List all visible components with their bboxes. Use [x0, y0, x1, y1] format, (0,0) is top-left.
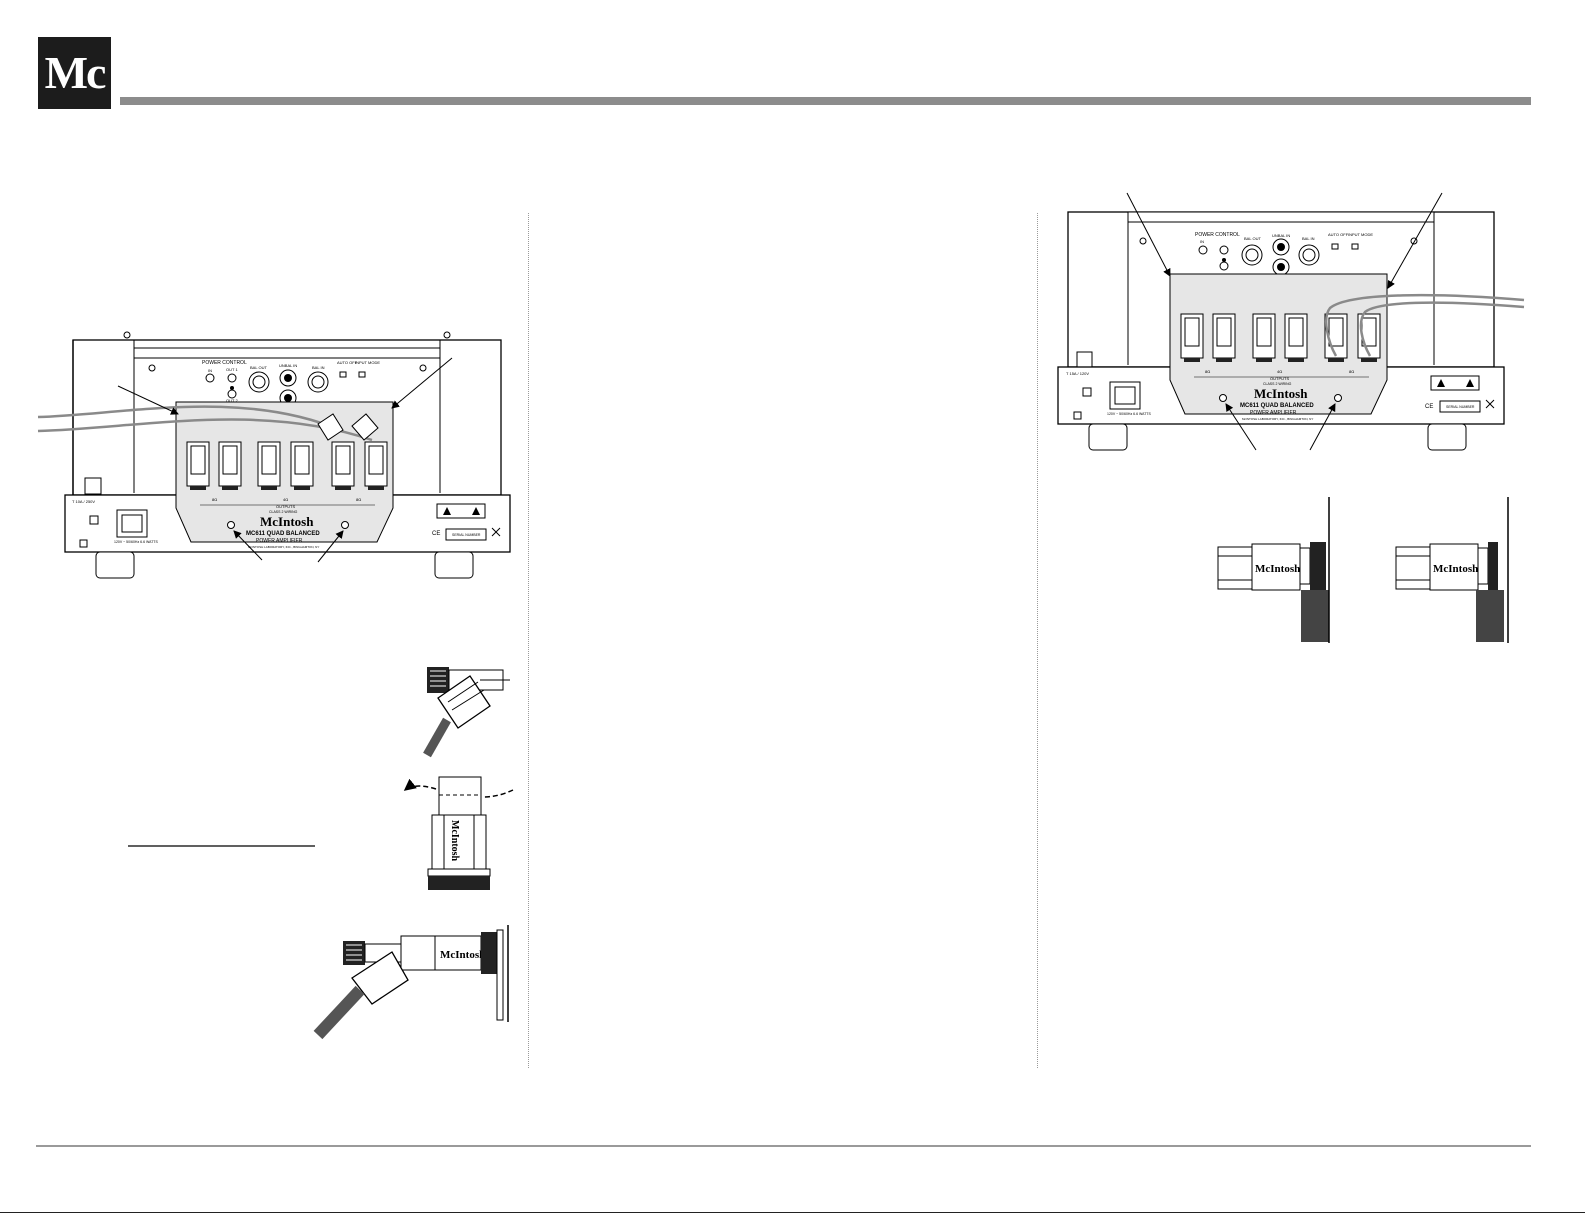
- spade-connector-illustration: [423, 667, 510, 758]
- imp-label-a-r: 8Ω: [1205, 369, 1210, 374]
- imp-label-c: 8Ω: [356, 497, 361, 502]
- amplifier-label-r: POWER AMPLIFIER: [1250, 410, 1297, 416]
- mcintosh-wordmark-r: McIntosh: [1254, 386, 1308, 401]
- outputs-label: OUTPUTS: [276, 504, 295, 509]
- maker-label-r: McINTOSH LABORATORY, INC., BINGHAMTON, N…: [1242, 417, 1313, 421]
- bal-in-label-r: BAL IN: [1302, 236, 1315, 241]
- amplifier-rear-panel-right: POWER CONTROL IN BAL OUT UNBAL IN UNBAL …: [1057, 192, 1525, 451]
- power-rating-r: 120V ~ 50/60Hz 6.6 WATTS: [1107, 412, 1152, 416]
- amplifier-label: POWER AMPLIFIER: [256, 538, 303, 544]
- power-control-label: POWER CONTROL: [202, 360, 247, 366]
- connector-wordmark-side-b: McIntosh: [1433, 563, 1478, 575]
- outputs-label-r: OUTPUTS: [1270, 376, 1289, 381]
- model-label: MC611 QUAD BALANCED: [246, 531, 320, 537]
- out1-label: OUT 1: [226, 367, 238, 372]
- connector-wordmark-post: McIntosh: [440, 949, 485, 961]
- model-label-r: MC611 QUAD BALANCED: [1240, 403, 1314, 409]
- imp-label-b: 4Ω: [283, 497, 288, 502]
- ce-mark: CE: [432, 531, 440, 537]
- serial-number-label-r: SERIAL NUMBER: [1446, 405, 1475, 409]
- maker-label: McINTOSH LABORATORY, INC., BINGHAMTON, N…: [248, 545, 319, 549]
- power-control-label-r: POWER CONTROL: [1195, 232, 1240, 238]
- serial-number-label: SERIAL NUMBER: [452, 533, 481, 537]
- input-mode-label: INPUT MODE: [355, 360, 380, 365]
- mcintosh-wordmark: McIntosh: [260, 514, 314, 529]
- bal-in-label: BAL IN: [312, 365, 325, 370]
- mcintosh-logo: Mc: [38, 37, 111, 109]
- binding-post-side-view-a: McIntosh: [1217, 497, 1330, 643]
- wiring-label: CLASS 2 WIRING: [269, 510, 298, 514]
- header-rule: [120, 97, 1531, 105]
- input-mode-label-r: INPUT MODE: [1348, 232, 1373, 237]
- connector-wordmark-side-a: McIntosh: [1255, 563, 1300, 575]
- binding-post-side-view-b: McIntosh: [1395, 497, 1509, 643]
- amplifier-rear-panel-left: POWER CONTROL IN OUT 1 OUT 2 BAL OUT UNB…: [37, 331, 511, 579]
- power-rating: 120V ~ 50/60Hz 6.6 WATTS: [114, 540, 159, 544]
- bal-out-label: BAL OUT: [250, 365, 268, 370]
- out2-label: OUT 2: [226, 398, 238, 403]
- bal-out-label-r: BAL OUT: [1244, 236, 1262, 241]
- binding-post-cap-illustration: McIntosh: [128, 776, 514, 890]
- bottom-edge-rule: [0, 1212, 1585, 1213]
- column-divider-right: [1037, 213, 1038, 1068]
- fuse-label: T 10A / 250V: [72, 499, 95, 504]
- in-label: IN: [208, 368, 212, 373]
- wiring-label-r: CLASS 2 WIRING: [1263, 382, 1292, 386]
- auto-off-label: AUTO OFF: [337, 360, 358, 365]
- auto-off-label-r: AUTO OFF: [1328, 232, 1349, 237]
- in-label-r: IN: [1200, 239, 1204, 244]
- imp-label-b-r: 4Ω: [1277, 369, 1282, 374]
- footer-rule: [36, 1145, 1531, 1147]
- column-divider-left: [528, 213, 529, 1068]
- unbal-in-label-r: UNBAL IN: [1272, 233, 1290, 238]
- ce-mark-r: CE: [1425, 404, 1433, 410]
- connector-wordmark-cap: McIntosh: [449, 820, 460, 862]
- imp-label-a: 8Ω: [212, 497, 217, 502]
- fuse-label-r: T 15A / 120V: [1066, 371, 1089, 376]
- imp-label-c-r: 8Ω: [1349, 369, 1354, 374]
- spade-on-post-illustration: McIntosh: [313, 925, 509, 1040]
- unbal-in-label: UNBAL IN: [279, 363, 297, 368]
